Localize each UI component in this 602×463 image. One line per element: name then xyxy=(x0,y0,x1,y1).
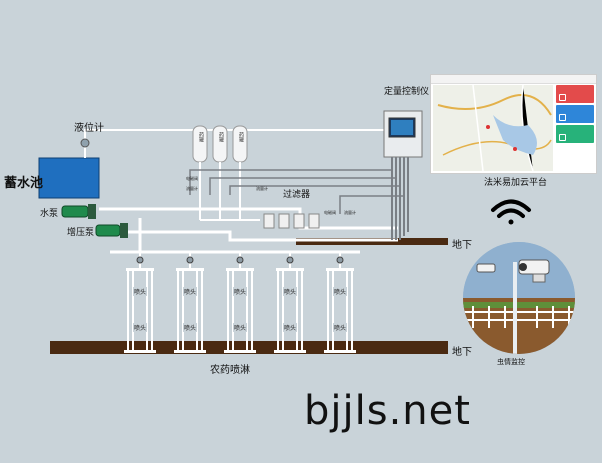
dashboard-card-red xyxy=(556,85,594,103)
dashboard-card-green xyxy=(556,125,594,143)
nozzle-label: 喷头 xyxy=(283,323,298,332)
valve-label: 电磁阀 xyxy=(324,210,336,215)
valve-label: 电磁阀 xyxy=(186,176,198,181)
controller-label: 定量控制仪 xyxy=(384,87,430,97)
booster-pipe xyxy=(99,230,398,242)
nozzle-label: 喷头 xyxy=(333,323,348,332)
pest-monitor-photo xyxy=(463,242,575,354)
wifi-icon xyxy=(491,199,531,225)
pump-label: 水泵 xyxy=(40,209,59,219)
nozzle-label: 喷头 xyxy=(333,287,348,296)
spray-station xyxy=(224,252,256,353)
level-meter-label: 液位计 xyxy=(74,123,104,134)
map-roads xyxy=(437,85,552,171)
cloud-dashboard-screenshot xyxy=(430,74,597,174)
tank-label: 药罐 xyxy=(198,132,204,142)
cloud-platform-label: 法米易加云平台 xyxy=(484,178,548,188)
reservoir-tank xyxy=(38,157,100,199)
monitor-scene xyxy=(463,242,575,354)
booster-pump-icon xyxy=(95,223,128,238)
nozzle-label: 喷头 xyxy=(183,323,198,332)
spray-station xyxy=(124,252,156,353)
tank-label: 药罐 xyxy=(238,132,244,142)
controller-box xyxy=(383,110,423,240)
pest-monitor-label: 虫情监控 xyxy=(497,358,525,366)
underground-label-top: 地下 xyxy=(452,240,472,251)
nozzle-label: 喷头 xyxy=(233,323,248,332)
filter-label: 过滤器 xyxy=(283,190,311,200)
spray-station xyxy=(274,252,306,353)
watermark: bjjls.net xyxy=(304,388,471,434)
chemical-tanks xyxy=(192,125,260,221)
reservoir-label: 蓄水池 xyxy=(4,176,44,191)
control-cables xyxy=(189,169,404,214)
booster-pump-label: 增压泵 xyxy=(67,228,95,238)
dashboard-header xyxy=(431,75,596,84)
flowmeter-label: 流量计 xyxy=(186,186,198,191)
level-meter-icon xyxy=(80,138,90,148)
tank-label: 药罐 xyxy=(218,132,224,142)
flowmeter-label: 流量计 xyxy=(344,210,356,215)
dashboard-card-blue xyxy=(556,105,594,123)
spray-stations xyxy=(124,252,356,353)
water-pump-icon xyxy=(61,204,96,219)
nozzle-label: 喷头 xyxy=(233,287,248,296)
camera-icon xyxy=(476,259,550,283)
level-meter-line xyxy=(84,129,392,158)
spray-station xyxy=(174,252,206,353)
spray-title: 农药喷淋 xyxy=(210,365,250,376)
nozzle-label: 喷头 xyxy=(133,323,148,332)
spray-station xyxy=(324,252,356,353)
dashboard-map xyxy=(433,85,553,171)
flowmeter-label: 流量计 xyxy=(256,186,268,191)
nozzle-label: 喷头 xyxy=(283,287,298,296)
filters xyxy=(263,213,320,229)
nozzle-label: 喷头 xyxy=(133,287,148,296)
nozzle-label: 喷头 xyxy=(183,287,198,296)
underground-label-bottom: 地下 xyxy=(452,347,472,358)
